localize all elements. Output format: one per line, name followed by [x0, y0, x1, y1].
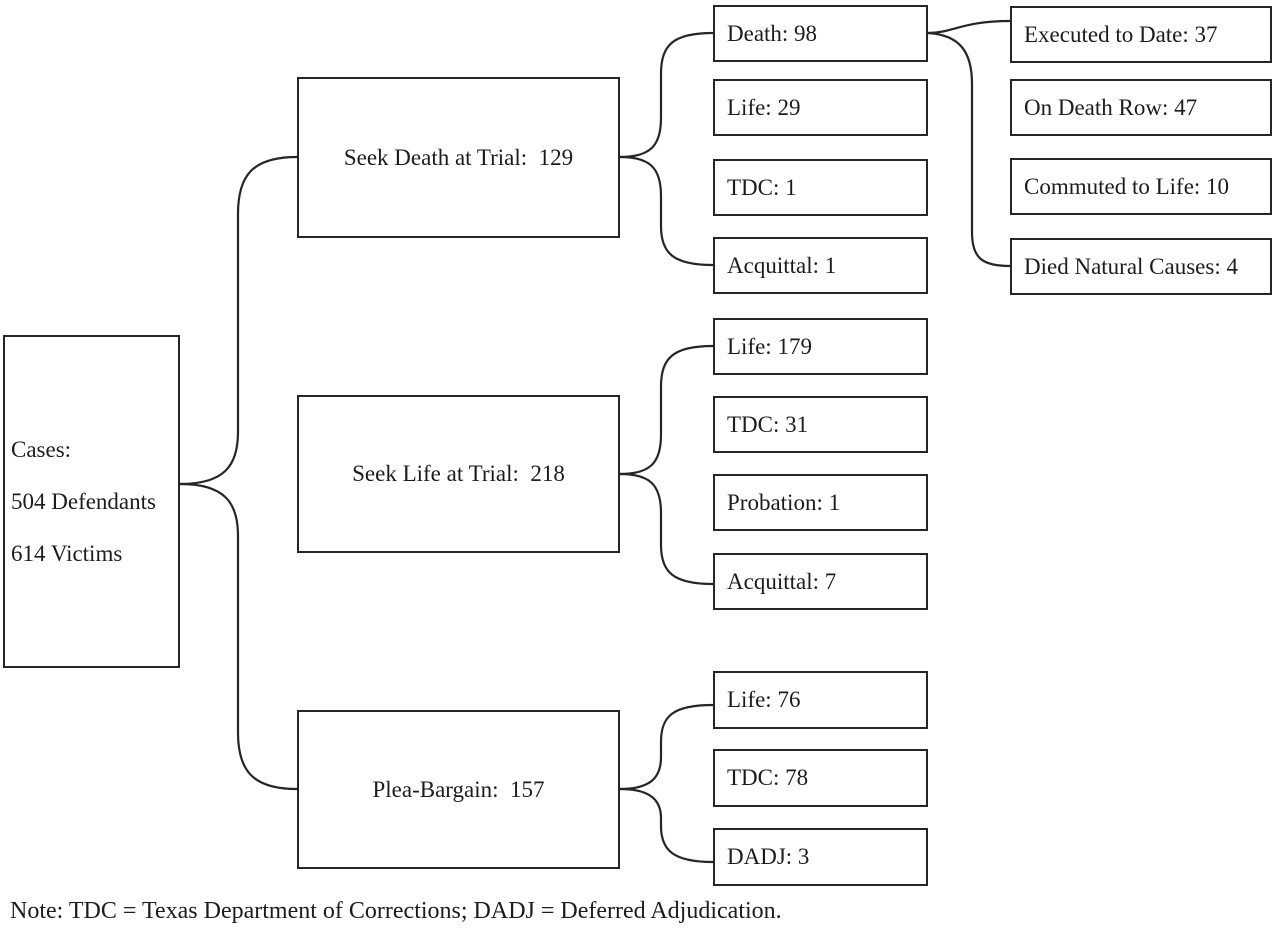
node-on-death-row: On Death Row: 47 [1010, 79, 1272, 136]
node-dadj: DADJ: 3 [713, 828, 928, 886]
node-executed-to-date: Executed to Date: 37 [1010, 6, 1272, 63]
node-commuted-to-life: Commuted to Life: 10 [1010, 158, 1272, 215]
cases-defendants: 504 Defendants [11, 488, 156, 514]
node-death-life: Life: 29 [713, 79, 928, 136]
brace-seek-life-upper [619, 344, 714, 476]
brace-root-lower [179, 482, 298, 791]
cases-victims: 614 Victims [11, 540, 123, 566]
node-label: TDC: 78 [727, 765, 809, 790]
node-label: Seek Life at Trial: 218 [352, 461, 565, 486]
node-death-acquittal: Acquittal: 1 [713, 237, 928, 294]
brace-death-lower [927, 31, 1011, 268]
node-cases: Cases: 504 Defendants 614 Victims [3, 335, 180, 668]
brace-seek-death-lower [619, 155, 714, 267]
node-acquittal-7: Acquittal: 7 [713, 553, 928, 610]
brace-seek-death-upper [619, 31, 714, 159]
node-label: On Death Row: 47 [1024, 94, 1198, 120]
node-died-natural-causes: Died Natural Causes: 4 [1010, 238, 1272, 295]
node-label: Seek Death at Trial: 129 [343, 144, 574, 170]
node-label: Acquittal: 1 [727, 252, 837, 278]
node-death: Death: 98 [713, 5, 928, 62]
node-tdc-31: TDC: 31 [713, 396, 928, 453]
node-label: Plea-Bargain: 157 [372, 776, 545, 802]
node-label: Acquittal: 7 [727, 568, 837, 594]
node-label: TDC: 31 [727, 411, 809, 437]
node-death-tdc: TDC: 1 [713, 159, 928, 216]
footnote: Note: TDC = Texas Department of Correcti… [10, 898, 782, 924]
node-seek-life-at-trial: Seek Life at Trial: 218 [297, 395, 620, 553]
brace-root-upper [179, 155, 298, 486]
node-label: Life: 76 [727, 687, 801, 712]
node-tdc-78: TDC: 78 [713, 749, 928, 807]
node-label: Life: 29 [727, 94, 801, 120]
node-label: Probation: 1 [727, 489, 841, 515]
node-label: Executed to Date: 37 [1024, 21, 1218, 47]
node-label: Death: 98 [727, 20, 818, 46]
brace-plea-upper [619, 703, 714, 791]
node-label: Died Natural Causes: 4 [1024, 253, 1238, 279]
node-label: DADJ: 3 [727, 844, 810, 869]
node-label: TDC: 1 [727, 174, 797, 200]
node-plea-bargain: Plea-Bargain: 157 [297, 710, 620, 869]
brace-seek-life-lower [619, 472, 714, 586]
node-label: Commuted to Life: 10 [1024, 173, 1230, 199]
node-life-179: Life: 179 [713, 318, 928, 375]
brace-death-upper [927, 19, 1011, 35]
node-label: Life: 179 [727, 333, 812, 359]
node-probation: Probation: 1 [713, 474, 928, 531]
node-seek-death-at-trial: Seek Death at Trial: 129 [297, 77, 620, 238]
node-life-76: Life: 76 [713, 671, 928, 729]
brace-plea-lower [619, 787, 714, 864]
cases-title: Cases: [11, 436, 72, 462]
